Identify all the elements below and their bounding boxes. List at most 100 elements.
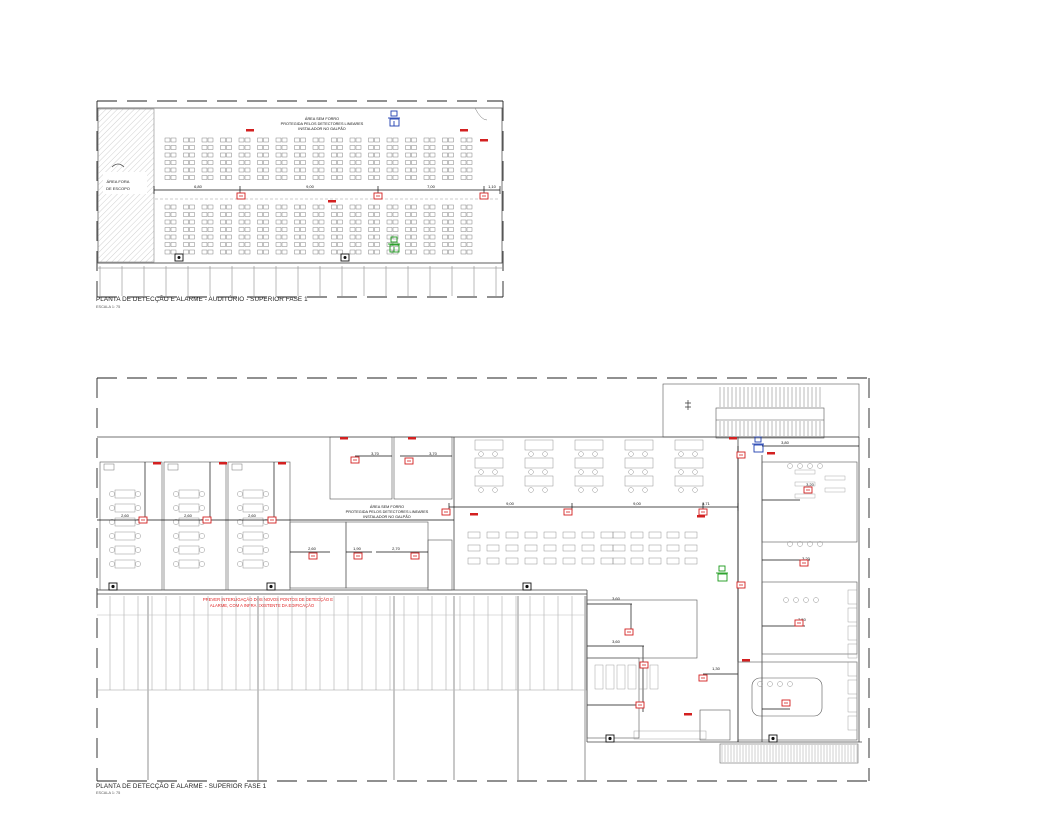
seat (294, 204, 300, 210)
seat (423, 212, 430, 217)
seat (318, 160, 325, 165)
seat (281, 212, 288, 217)
seat (368, 212, 374, 217)
seat (374, 137, 380, 143)
stair-block (662, 383, 860, 439)
seat (183, 152, 189, 158)
chair (777, 681, 783, 687)
chair (237, 561, 243, 567)
seat (207, 242, 214, 247)
seat (337, 212, 343, 217)
seat (331, 204, 337, 210)
seat (294, 219, 300, 225)
seat (201, 219, 208, 225)
seat (226, 137, 232, 143)
seat (318, 242, 325, 247)
seat (442, 175, 448, 180)
seat (405, 175, 411, 180)
seat (392, 212, 399, 217)
seat (275, 137, 282, 143)
seat (349, 234, 356, 240)
chair (542, 487, 548, 493)
chair (135, 547, 141, 553)
workstation (467, 557, 481, 565)
seat (189, 219, 195, 225)
seat (337, 145, 343, 150)
seat (386, 212, 393, 217)
workstation (674, 439, 704, 451)
chair (692, 487, 698, 493)
seat (164, 175, 171, 180)
seat (466, 152, 473, 158)
seat (207, 234, 214, 240)
seat (164, 219, 171, 225)
smoke-detector-icon (794, 619, 804, 627)
chair (793, 597, 799, 603)
seat (164, 227, 171, 232)
seat (281, 137, 288, 143)
desk (242, 559, 264, 569)
seat (170, 219, 177, 225)
seat (244, 204, 251, 210)
chair (263, 491, 269, 497)
chair (135, 533, 141, 539)
seat (429, 137, 436, 143)
dim-label: 2,70 (392, 546, 401, 551)
seat (337, 175, 343, 180)
desk (178, 489, 200, 499)
seat (201, 204, 208, 210)
out-of-scope-label-1: ÁREA FORA (107, 179, 130, 184)
seat (238, 167, 245, 173)
seat (257, 160, 263, 165)
seat (442, 219, 448, 225)
chair (109, 533, 115, 539)
seat (337, 137, 343, 143)
chair (767, 681, 773, 687)
workstation (505, 557, 519, 565)
seat (257, 175, 263, 180)
smoke-detector-icon (803, 486, 813, 494)
chair (528, 451, 534, 457)
seat (263, 242, 269, 247)
seat (411, 234, 417, 240)
workstation (524, 457, 554, 469)
workstation (666, 531, 680, 539)
seat (207, 249, 214, 255)
seat (300, 145, 306, 150)
corridor-grating (719, 743, 859, 764)
smoke-detector-icon (698, 508, 708, 516)
smoke-detector-icon (635, 701, 645, 709)
chair (492, 487, 498, 493)
seat (429, 160, 436, 165)
dim-label: 3,71 (702, 501, 711, 506)
seat (226, 145, 232, 150)
seat (281, 152, 288, 158)
seat (466, 160, 473, 165)
seat (244, 160, 251, 165)
seat (442, 249, 448, 255)
seat (392, 137, 399, 143)
chair (173, 561, 179, 567)
seat (238, 175, 245, 180)
desk (114, 559, 136, 569)
manual-call-point-icon (266, 582, 276, 591)
seat (257, 242, 263, 247)
workstation (524, 531, 538, 539)
seat (300, 219, 306, 225)
beam-detector-icon (219, 462, 227, 465)
seat (257, 249, 263, 255)
seat (300, 175, 306, 180)
seat (201, 160, 208, 165)
seat (312, 167, 319, 173)
seat (337, 249, 343, 255)
seat (263, 137, 269, 143)
repeater-panel-icon (388, 236, 400, 253)
seat (207, 212, 214, 217)
workstation (624, 439, 654, 451)
chair (173, 505, 179, 511)
seat (220, 152, 226, 158)
seat (368, 227, 374, 232)
seat (238, 145, 245, 150)
seat (226, 204, 232, 210)
seat (201, 137, 208, 143)
